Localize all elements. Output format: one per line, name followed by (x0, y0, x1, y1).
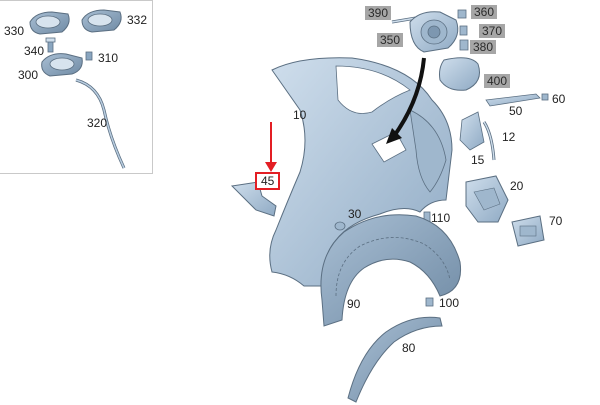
part-15-bracket (459, 111, 485, 151)
label-332: 332 (127, 13, 148, 27)
label-400: 400 (484, 74, 511, 88)
part-70-cover (511, 215, 545, 247)
inset-screw-340 (45, 37, 56, 53)
label-20: 20 (510, 179, 524, 193)
label-70: 70 (549, 214, 563, 228)
label-60: 60 (552, 92, 566, 106)
label-100: 100 (439, 296, 460, 310)
label-330: 330 (4, 24, 25, 38)
label-320: 320 (87, 116, 108, 130)
label-90: 90 (347, 297, 361, 311)
part-30-clip (334, 221, 346, 231)
label-110: 110 (431, 211, 451, 225)
label-300: 300 (18, 68, 39, 82)
highlight-arrow (265, 122, 277, 172)
inset-clip-310 (85, 51, 93, 61)
label-340: 340 (24, 44, 45, 58)
label-370: 370 (479, 24, 506, 38)
part-360 (457, 9, 467, 19)
part-20-panel (465, 175, 509, 223)
label-80: 80 (402, 341, 416, 355)
part-60-clip (541, 93, 549, 101)
arrow-flap-to-panel (386, 57, 426, 144)
part-90-liner (320, 214, 462, 327)
part-350-housing (409, 11, 459, 53)
inset-hose-320 (75, 78, 126, 169)
label-30: 30 (348, 207, 362, 221)
part-50-strip (485, 93, 541, 107)
inset-part-330 (29, 11, 70, 35)
part-370 (459, 25, 468, 36)
part-12-trim (482, 121, 496, 161)
label-390: 390 (365, 6, 392, 20)
label-310: 310 (98, 51, 119, 65)
part-80-flare (347, 316, 443, 403)
label-12: 12 (502, 130, 516, 144)
label-45: 45 (255, 172, 281, 190)
detail-inset (0, 0, 153, 174)
label-360: 360 (471, 5, 498, 19)
label-10: 10 (293, 108, 307, 122)
label-380: 380 (470, 40, 497, 54)
part-380 (459, 39, 469, 51)
inset-part-300 (41, 53, 83, 77)
part-400-flap (439, 57, 480, 91)
inset-part-332 (81, 9, 122, 33)
part-100-clip (425, 297, 434, 307)
label-15: 15 (471, 153, 485, 167)
label-50: 50 (509, 104, 523, 118)
label-350: 350 (377, 33, 404, 47)
